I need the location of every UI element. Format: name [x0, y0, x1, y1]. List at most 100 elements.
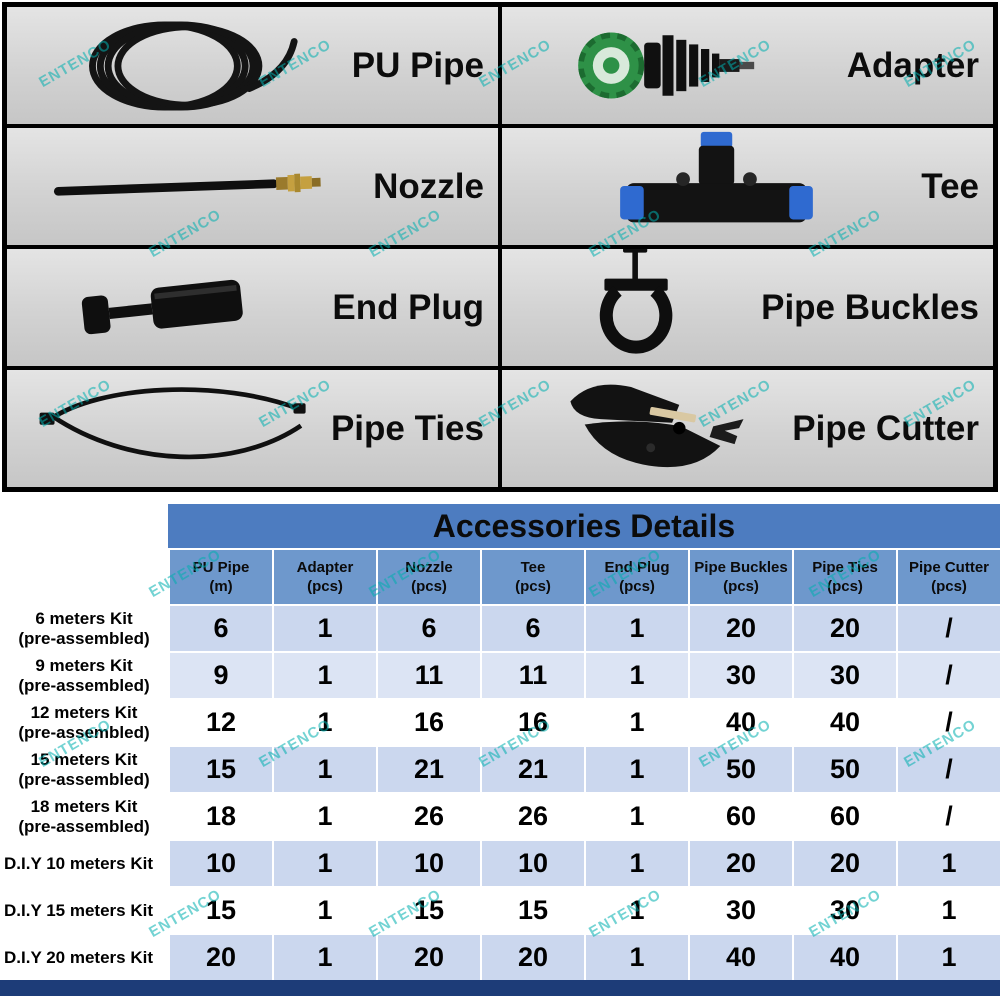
column-header-pipe-cutter: Pipe Cutter (pcs): [896, 548, 1000, 604]
column-name: Adapter: [296, 559, 354, 576]
table-cell: 20: [792, 839, 896, 886]
table-cell: 6: [480, 604, 584, 651]
kit-row-label: 15 meters Kit (pre-assembled): [0, 745, 168, 792]
table-cell: 1: [584, 604, 688, 651]
tee-image: [512, 128, 921, 245]
table-cell: 1: [584, 933, 688, 980]
table-cell: 1: [896, 933, 1000, 980]
product-label: Adapter: [846, 45, 979, 85]
table-cell: 30: [792, 651, 896, 698]
table-row: D.I.Y 20 meters Kit 20 1 20 20 1 40 40 1: [0, 933, 1000, 980]
column-unit: (pcs): [619, 578, 655, 595]
table-cell: 10: [376, 839, 480, 886]
table-cell: 21: [480, 745, 584, 792]
table-cell: 1: [896, 839, 1000, 886]
table-cell: 10: [168, 839, 272, 886]
pu-pipe-image: [17, 12, 352, 120]
bottom-band: [0, 980, 1000, 996]
table-row: D.I.Y 10 meters Kit 10 1 10 10 1 20 20 1: [0, 839, 1000, 886]
table-cell: 1: [896, 886, 1000, 933]
product-label: Pipe Cutter: [792, 408, 979, 448]
table-cell: 30: [688, 651, 792, 698]
table-header-spacer: [0, 548, 168, 604]
column-header-nozzle: Nozzle (pcs): [376, 548, 480, 604]
table-cell: 1: [272, 792, 376, 839]
column-unit: (pcs): [515, 578, 551, 595]
table-cell: 1: [584, 886, 688, 933]
table-row: D.I.Y 15 meters Kit 15 1 15 15 1 30 30 1: [0, 886, 1000, 933]
table-cell: 1: [272, 933, 376, 980]
table-title-spacer: [0, 504, 168, 548]
kit-row-label: 12 meters Kit (pre-assembled): [0, 698, 168, 745]
column-unit: (pcs): [411, 578, 447, 595]
table-cell: 50: [792, 745, 896, 792]
table-cell: 10: [480, 839, 584, 886]
column-name: Pipe Buckles: [694, 559, 788, 576]
product-label: Pipe Ties: [330, 408, 484, 448]
table-cell: 50: [688, 745, 792, 792]
column-header-end-plug: End Plug (pcs): [584, 548, 688, 604]
table-cell: 1: [584, 651, 688, 698]
table-cell: 15: [168, 745, 272, 792]
table-cell: 1: [272, 886, 376, 933]
table-cell: 15: [480, 886, 584, 933]
column-header-pipe-ties: Pipe Ties (pcs): [792, 548, 896, 604]
product-grid: PU Pipe Adapter: [2, 2, 998, 492]
table-cell: 26: [376, 792, 480, 839]
table-cell: 11: [480, 651, 584, 698]
product-label: Tee: [921, 166, 979, 206]
product-cell-pu-pipe: PU Pipe: [5, 5, 500, 126]
table-cell: 1: [584, 839, 688, 886]
table-cell: 20: [376, 933, 480, 980]
column-unit: (pcs): [723, 578, 759, 595]
product-label: End Plug: [332, 287, 484, 327]
table-cell: 6: [376, 604, 480, 651]
product-cell-pipe-ties: Pipe Ties: [5, 368, 500, 489]
table-cell: /: [896, 792, 1000, 839]
column-name: Nozzle: [405, 559, 453, 576]
table-cell: /: [896, 698, 1000, 745]
table-cell: 1: [584, 745, 688, 792]
product-cell-end-plug: End Plug: [5, 247, 500, 368]
column-unit: (pcs): [931, 578, 967, 595]
table-cell: 11: [376, 651, 480, 698]
accessories-table: Accessories Details PU Pipe (m) Adapter …: [0, 504, 1000, 996]
pipe-cutter-image: [512, 371, 792, 487]
product-label: Nozzle: [373, 166, 484, 206]
kit-row-label: 6 meters Kit (pre-assembled): [0, 604, 168, 651]
table-cell: 20: [168, 933, 272, 980]
table-row: 12 meters Kit (pre-assembled) 12 1 16 16…: [0, 698, 1000, 745]
kit-row-label: D.I.Y 20 meters Kit: [0, 933, 168, 980]
table-cell: 20: [480, 933, 584, 980]
table-row: 6 meters Kit (pre-assembled) 6 1 6 6 1 2…: [0, 604, 1000, 651]
table-cell: 16: [480, 698, 584, 745]
product-cell-pipe-buckles: Pipe Buckles: [500, 247, 995, 368]
column-header-pu-pipe: PU Pipe (m): [168, 548, 272, 604]
table-row: 15 meters Kit (pre-assembled) 15 1 21 21…: [0, 745, 1000, 792]
kit-row-label: 9 meters Kit (pre-assembled): [0, 651, 168, 698]
column-name: Pipe Ties: [812, 559, 878, 576]
table-cell: 15: [168, 886, 272, 933]
product-label: PU Pipe: [351, 45, 484, 85]
end-plug-image: [12, 249, 336, 366]
kit-row-label: D.I.Y 15 meters Kit: [0, 886, 168, 933]
kit-row-label: 18 meters Kit (pre-assembled): [0, 792, 168, 839]
column-header-tee: Tee (pcs): [480, 548, 584, 604]
table-cell: 21: [376, 745, 480, 792]
table-cell: 12: [168, 698, 272, 745]
table-cell: 20: [688, 839, 792, 886]
table-cell: 30: [688, 886, 792, 933]
kit-row-label: D.I.Y 10 meters Kit: [0, 839, 168, 886]
table-cell: 9: [168, 651, 272, 698]
column-unit: (pcs): [307, 578, 343, 595]
table-cell: 15: [376, 886, 480, 933]
table-cell: 60: [688, 792, 792, 839]
table-cell: 1: [272, 839, 376, 886]
column-name: Pipe Cutter: [908, 559, 989, 576]
product-cell-adapter: Adapter: [500, 5, 995, 126]
pipe-ties-image: [17, 377, 331, 480]
product-cell-pipe-cutter: Pipe Cutter: [500, 368, 995, 489]
table-cell: 1: [584, 698, 688, 745]
table-cell: 60: [792, 792, 896, 839]
